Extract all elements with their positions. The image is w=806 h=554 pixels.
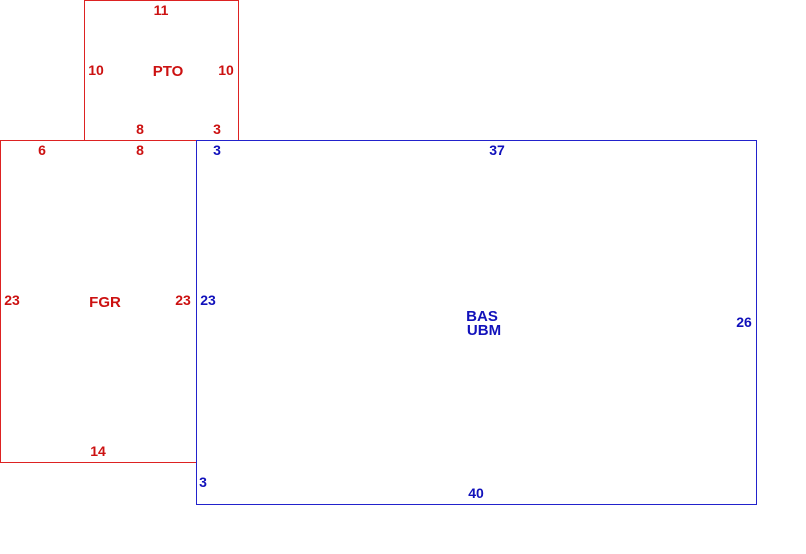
fgr-top-left-dimension: 6 <box>38 142 46 158</box>
ubm-area-name: UBM <box>466 322 502 339</box>
bas-outline <box>196 140 757 505</box>
pto-area-name: PTO <box>152 63 184 80</box>
pto-top-dimension: 11 <box>153 2 169 18</box>
fgr-bottom-dimension: 14 <box>90 443 106 459</box>
fgr-left-dimension: 23 <box>4 292 20 308</box>
bas-top-left-dimension: 3 <box>213 142 221 158</box>
fgr-top-mid-dimension: 8 <box>136 142 144 158</box>
pto-right-dimension: 10 <box>218 62 234 78</box>
pto-bottom-left-dimension: 8 <box>136 121 144 137</box>
bas-bottom-left-dimension: 3 <box>199 474 207 490</box>
pto-left-dimension: 10 <box>88 62 104 78</box>
bas-area-name: BAS <box>466 308 498 325</box>
fgr-area-name: FGR <box>89 294 121 311</box>
fgr-right-dimension: 23 <box>175 292 191 308</box>
bas-right-dimension: 26 <box>736 314 752 330</box>
bas-top-dimension: 37 <box>489 142 505 158</box>
bas-left-dimension: 23 <box>200 292 216 308</box>
bas-bottom-dimension: 40 <box>468 485 484 501</box>
pto-bottom-right-dimension: 3 <box>213 121 221 137</box>
